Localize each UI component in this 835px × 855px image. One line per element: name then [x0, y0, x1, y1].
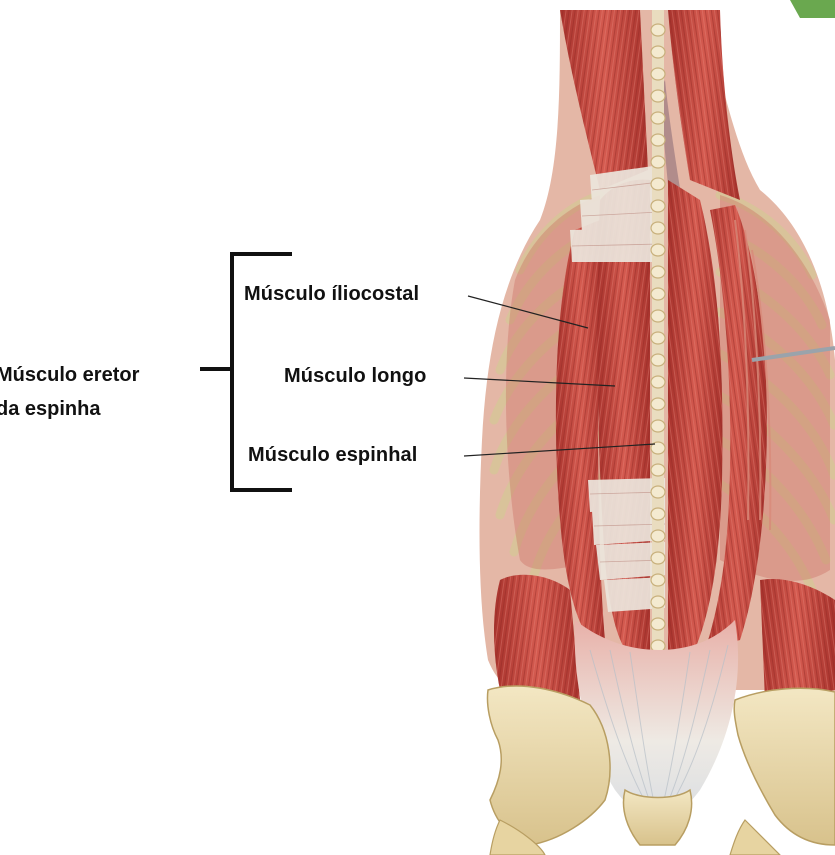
left-iliac-bone	[487, 686, 610, 845]
espinhal-label: Músculo espinhal	[248, 443, 417, 467]
group-label-line1: Músculo eretor	[0, 358, 139, 392]
iliocostal-label: Músculo íliocostal	[244, 282, 419, 306]
right-iliac-bone	[734, 688, 835, 845]
sacrum	[623, 790, 691, 845]
erector-spinae-group-label: Músculo eretor da espinha	[0, 358, 139, 426]
group-label-line2: da espinha	[0, 392, 139, 426]
corner-accent	[790, 0, 835, 18]
longo-label: Músculo longo	[284, 364, 426, 388]
vertebrae-beads	[651, 24, 665, 652]
